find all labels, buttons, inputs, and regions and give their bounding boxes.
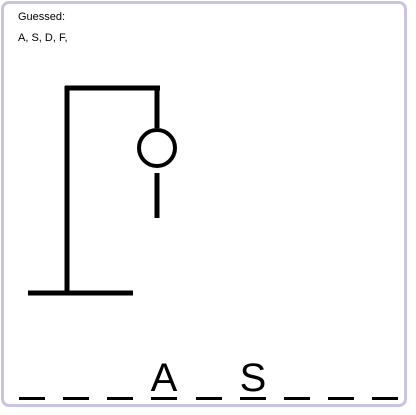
slot-underline xyxy=(328,397,354,400)
letter-slot xyxy=(107,352,133,400)
letter-slot xyxy=(196,352,222,400)
letter-slot xyxy=(63,352,89,400)
slot-letter: A xyxy=(150,356,178,400)
hangman-head xyxy=(137,128,177,168)
slot-underline xyxy=(151,397,177,400)
word-display: A S xyxy=(0,352,416,406)
slot-underline xyxy=(284,397,310,400)
letter-slot: A xyxy=(151,352,177,400)
slot-underline xyxy=(19,397,45,400)
letter-slot xyxy=(19,352,45,400)
letter-slot xyxy=(328,352,354,400)
letter-slot xyxy=(284,352,310,400)
letter-slot: S xyxy=(240,352,266,400)
slot-underline xyxy=(63,397,89,400)
guessed-letters: A, S, D, F, xyxy=(18,32,68,44)
slot-underline xyxy=(107,397,133,400)
slot-letter: S xyxy=(239,356,267,400)
slot-underline xyxy=(240,397,266,400)
slot-underline xyxy=(372,397,398,400)
guessed-label: Guessed: xyxy=(18,11,66,23)
slot-underline xyxy=(196,397,222,400)
letter-slot xyxy=(372,352,398,400)
